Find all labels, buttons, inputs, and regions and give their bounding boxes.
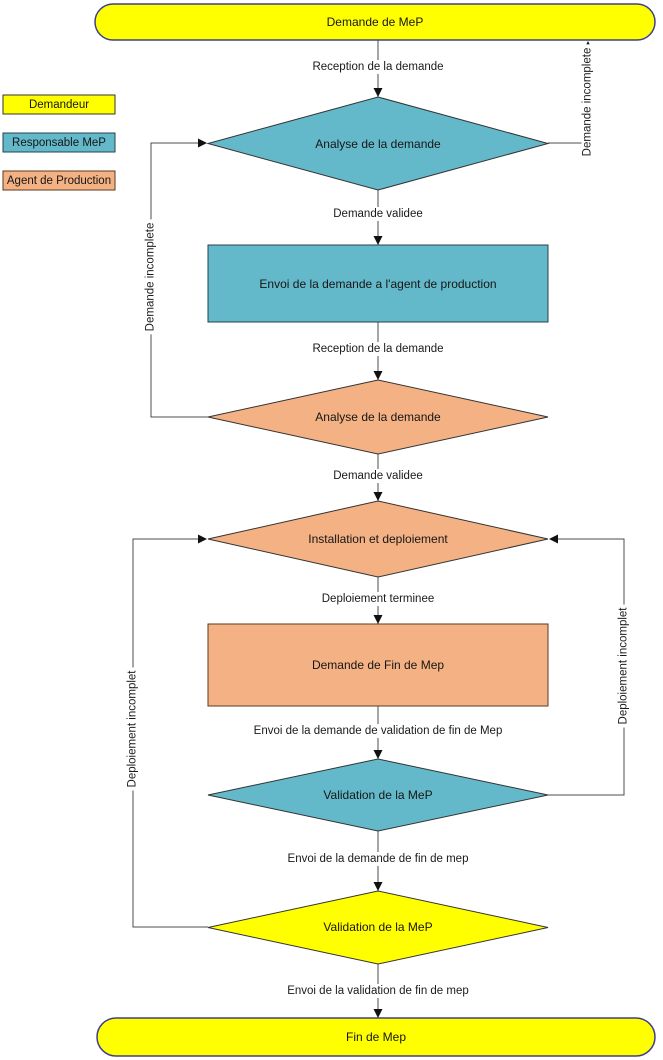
edge-label-demande-incomplete-right: Demande incomplete: [581, 44, 595, 160]
legend-swatch-agent: [2, 170, 116, 191]
legend-label-agent: Agent de Production: [6, 175, 112, 187]
arrowhead-down-icon: [373, 882, 383, 891]
end-terminator-shape: [96, 1017, 656, 1057]
arrowhead-down-icon: [373, 88, 383, 97]
validation1-node-label: Validation de la MeP: [323, 788, 433, 802]
edge-label-envoi-demande-fin: Envoi de la demande de fin de mep: [284, 852, 472, 866]
analyse1-decision-shape: [206, 96, 550, 191]
connector-loop-deploiement-incomplet-right: [548, 538, 625, 796]
start-node-label: Demande de MeP: [326, 15, 424, 29]
arrowhead-down-icon: [373, 371, 383, 380]
arrowhead-right-icon: [198, 534, 207, 544]
legend-label-responsable: Responsable MeP: [12, 137, 106, 149]
installation-decision-shape: [207, 500, 549, 578]
edge-label-terminee: Deploiement terminee: [318, 592, 438, 606]
legend-swatch-demandeur: [2, 94, 116, 115]
edge-label-validee-2: Demande validee: [330, 469, 426, 483]
arrowhead-down-icon: [373, 615, 383, 624]
analyse1-node-label: Analyse de la demande: [315, 137, 441, 151]
edge-label-envoi-demande-validation-fin: Envoi de la demande de validation de fin…: [250, 724, 506, 738]
connector-loop-deploiement-incomplet-left: [132, 538, 208, 928]
envoi-node-label: Envoi de la demande a l'agent de product…: [259, 277, 497, 291]
arrowhead-down-icon: [373, 236, 383, 245]
edge-label-reception-2: Reception de la demande: [309, 342, 447, 356]
arrowhead-down-icon: [373, 1009, 383, 1018]
legend-swatch-responsable: [2, 132, 116, 153]
arrowhead-right-icon: [198, 138, 207, 148]
edge-label-demande-incomplete-left: Demande incomplete: [144, 219, 158, 335]
edge-label-validee-1: Demande validee: [330, 207, 426, 221]
validation2-decision-shape: [207, 890, 549, 965]
edge-label-reception-1: Reception de la demande: [309, 60, 447, 74]
arrowhead-left-icon: [549, 534, 558, 544]
demande-fin-process-shape: [207, 623, 549, 707]
connector-loop-demande-incomplete-left: [150, 142, 208, 418]
arrowhead-down-icon: [373, 750, 383, 759]
envoi-process-shape: [207, 244, 549, 323]
installation-node-label: Installation et deploiement: [308, 532, 448, 546]
edge-label-deploiement-incomplet-left: Deploiement incomplet: [126, 667, 140, 791]
arrowhead-down-icon: [373, 492, 383, 501]
validation1-decision-shape: [207, 758, 549, 832]
demande-fin-node-label: Demande de Fin de Mep: [311, 658, 445, 672]
edge-label-deploiement-incomplet-right: Deploiement incomplet: [617, 604, 631, 728]
edge-label-envoi-validation-fin: Envoi de la validation de fin de mep: [284, 984, 472, 998]
end-node-label: Fin de Mep: [345, 1030, 407, 1044]
analyse2-decision-shape: [207, 379, 549, 455]
analyse2-node-label: Analyse de la demande: [315, 410, 441, 424]
legend-label-demandeur: Demandeur: [28, 99, 90, 111]
start-terminator-shape: [94, 3, 656, 41]
validation2-node-label: Validation de la MeP: [323, 920, 433, 934]
